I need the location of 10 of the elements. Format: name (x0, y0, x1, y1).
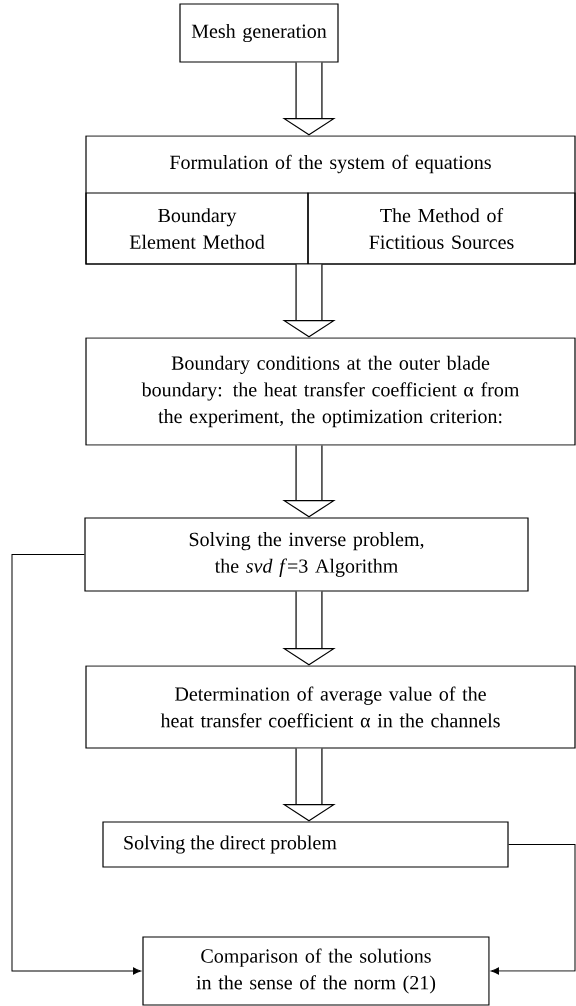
process-box: Comparison of the solutions in the sense of the norm (21) (142, 936, 490, 1006)
process-box: Mesh generation (179, 3, 339, 63)
table-cell: Boundary Element Method (85, 192, 309, 265)
table-cell: The Method of Fictitious Sources (307, 192, 576, 265)
arrow (11, 554, 142, 975)
arrow (490, 844, 576, 975)
process-box: Solving the inverse problem, the svd f=3 Algorithm (84, 517, 529, 592)
process-box: Solving the direct problem (102, 821, 509, 868)
process-box: Determination of average value of the heat transfer coefficient α in the channels (85, 665, 576, 749)
process-box: Boundary conditions at the outer blade boundary: the heat transfer coefficient α from the experiment, the optimization criterion: (85, 337, 576, 446)
